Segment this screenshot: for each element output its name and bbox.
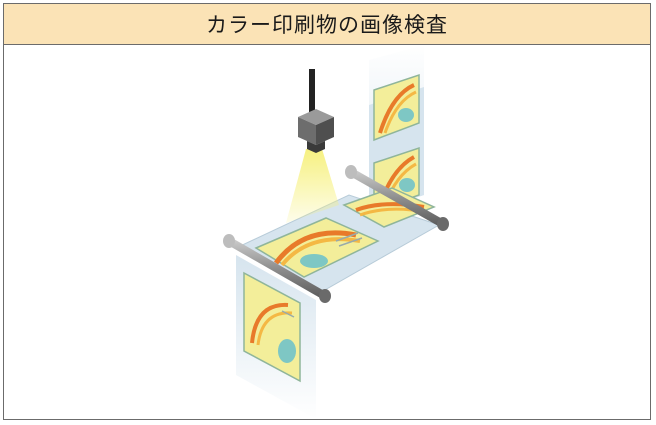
roller-icon [345,165,449,231]
diagram-frame: カラー印刷物の画像検査 [3,3,651,420]
light-beam [286,149,339,223]
printed-sheet-icon [254,217,380,278]
diagram-title: カラー印刷物の画像検査 [206,13,448,37]
inspection-illustration [223,45,449,419]
web-lower [236,255,316,419]
printed-sheet-icon [243,271,301,383]
title-bar: カラー印刷物の画像検査 [4,4,650,45]
printed-sheet-icon [373,73,420,142]
camera-icon [298,69,334,153]
roller-icon [223,234,331,303]
